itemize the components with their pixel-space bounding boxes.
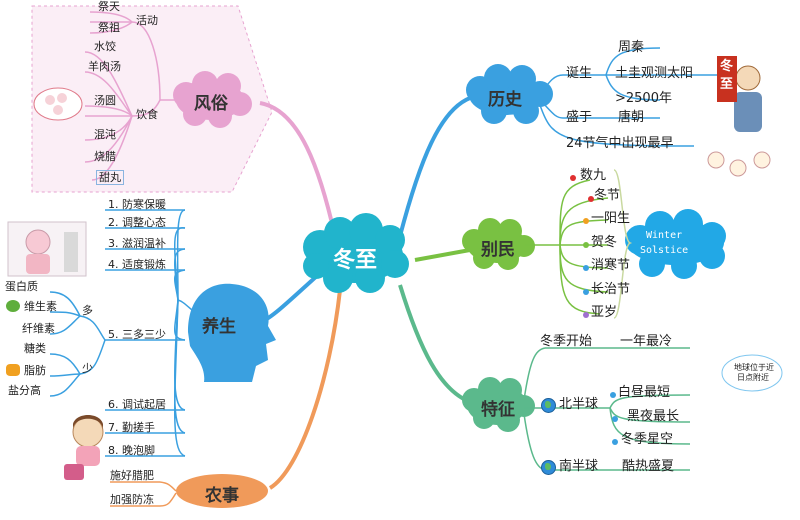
branch-yangsheng[interactable]: 养生 — [202, 312, 236, 337]
fengsu-food-item[interactable]: 汤圆 — [94, 94, 116, 107]
globe-icon — [541, 460, 556, 475]
tezheng-north[interactable]: 北半球 — [559, 397, 598, 413]
yangsheng-more-item[interactable]: 蛋白质 — [5, 280, 38, 293]
branch-fengsu[interactable]: 风俗 — [194, 89, 228, 114]
branch-line-nongshi — [270, 290, 340, 488]
biemin-item[interactable]: 消寒节 — [591, 258, 630, 274]
branch-lishi[interactable]: 历史 — [488, 85, 522, 110]
branch-biemin[interactable]: 别民 — [481, 235, 515, 260]
nongshi-item[interactable]: 加强防冻 — [110, 493, 154, 506]
fengsu-activity-item[interactable]: 祭天 — [98, 0, 120, 13]
vegetable-icon — [6, 300, 20, 312]
biemin-bullet — [583, 312, 589, 318]
yangsheng-item[interactable]: 5. 三多三少 — [108, 328, 166, 341]
nongshi-item[interactable]: 施好腊肥 — [110, 469, 154, 482]
tezheng-bullet — [612, 416, 618, 422]
yangsheng-item[interactable]: 4. 适度锻炼 — [108, 258, 166, 271]
tezheng-north-item[interactable]: 白昼最短 — [618, 385, 670, 401]
biemin-bullet — [570, 175, 576, 181]
biemin-item[interactable]: 亚岁 — [591, 305, 617, 321]
biemin-item[interactable]: 长治节 — [591, 282, 630, 298]
fengsu-food-label[interactable]: 饮食 — [136, 108, 158, 121]
lishi-earliest[interactable]: 24节气中出现最早 — [566, 132, 674, 151]
yangsheng-more-label[interactable]: 多 — [82, 304, 93, 317]
fengsu-activity-item[interactable]: 祭祖 — [98, 21, 120, 34]
biemin-bullet — [583, 289, 589, 295]
center-topic[interactable]: 冬至 — [333, 242, 377, 274]
snow-figure-illustration — [8, 222, 86, 276]
lishi-peak-item[interactable]: 唐朝 — [618, 106, 644, 125]
yangsheng-item[interactable]: 1. 防寒保暖 — [108, 198, 166, 211]
yangsheng-item[interactable]: 2. 调整心态 — [108, 216, 166, 229]
branch-tezheng[interactable]: 特征 — [481, 395, 515, 420]
yangsheng-less-item[interactable]: 盐分高 — [8, 384, 41, 397]
lishi-birth-item[interactable]: >2500年 — [615, 87, 672, 106]
chef-illustration — [708, 56, 770, 176]
tezheng-north-item[interactable]: 冬季星空 — [621, 432, 673, 448]
branch-line-lishi — [400, 98, 470, 236]
fat-icon — [6, 364, 20, 376]
lishi-peak-label[interactable]: 盛于 — [566, 106, 592, 125]
biemin-item[interactable]: 数九 — [580, 168, 606, 184]
branch-nongshi[interactable]: 农事 — [205, 481, 239, 506]
biemin-item[interactable]: 一阳生 — [591, 211, 630, 227]
dumpling-illustration — [34, 88, 82, 120]
yangsheng-less-item[interactable]: 糖类 — [24, 342, 46, 355]
yangsheng-item[interactable]: 6. 调试起居 — [108, 398, 166, 411]
winter-solstice-line2: Solstice — [640, 244, 688, 257]
tezheng-bullet — [610, 392, 616, 398]
fengsu-activity-label[interactable]: 活动 — [136, 14, 158, 27]
tezheng-coldest[interactable]: 一年最冷 — [620, 334, 672, 350]
fengsu-food-item[interactable]: 烧腊 — [94, 150, 116, 163]
tezheng-bullet — [612, 439, 618, 445]
branch-line-tezheng — [400, 285, 470, 402]
tezheng-south-item[interactable]: 酷热盛夏 — [622, 459, 674, 475]
lishi-birth-item[interactable]: 周秦 — [618, 36, 644, 55]
tezheng-bubble-line1: 地球位于近 — [734, 363, 774, 373]
fengsu-food-item[interactable]: 水饺 — [94, 40, 116, 53]
girl-illustration — [64, 415, 103, 480]
winter-solstice-line1: Winter — [646, 229, 682, 242]
tezheng-north-item[interactable]: 黑夜最长 — [627, 409, 679, 425]
branch-line-yangsheng — [260, 275, 318, 322]
yangsheng-item[interactable]: 3. 滋润温补 — [108, 237, 166, 250]
lishi-stamp: 冬至 — [720, 58, 736, 94]
yangsheng-less-label[interactable]: 少 — [82, 362, 93, 375]
yangsheng-less-item[interactable]: 脂肪 — [24, 364, 46, 377]
fengsu-food-item[interactable]: 甜丸 — [96, 170, 124, 185]
globe-icon — [541, 398, 556, 413]
lishi-birth-label[interactable]: 诞生 — [566, 62, 592, 81]
fengsu-food-item[interactable]: 混沌 — [94, 128, 116, 141]
yangsheng-more-item[interactable]: 纤维素 — [22, 322, 55, 335]
fengsu-food-item[interactable]: 羊肉汤 — [88, 60, 121, 73]
tezheng-start[interactable]: 冬季开始 — [540, 334, 592, 350]
biemin-item[interactable]: 冬节 — [594, 188, 620, 204]
yangsheng-more-item[interactable]: 维生素 — [24, 300, 57, 313]
branch-line-fengsu — [260, 103, 335, 236]
biemin-bullet — [583, 218, 589, 224]
branch-line-biemin — [415, 250, 470, 260]
tezheng-south[interactable]: 南半球 — [559, 459, 598, 475]
biemin-item[interactable]: 贺冬 — [591, 235, 617, 251]
biemin-bullet — [583, 242, 589, 248]
yangsheng-item[interactable]: 7. 勤搓手 — [108, 421, 155, 434]
tezheng-bubble-line2: 日点附近 — [737, 373, 769, 383]
lishi-birth-item[interactable]: 土圭观测太阳 — [615, 62, 693, 81]
biemin-bullet — [583, 265, 589, 271]
yangsheng-item[interactable]: 8. 晚泡脚 — [108, 444, 155, 457]
